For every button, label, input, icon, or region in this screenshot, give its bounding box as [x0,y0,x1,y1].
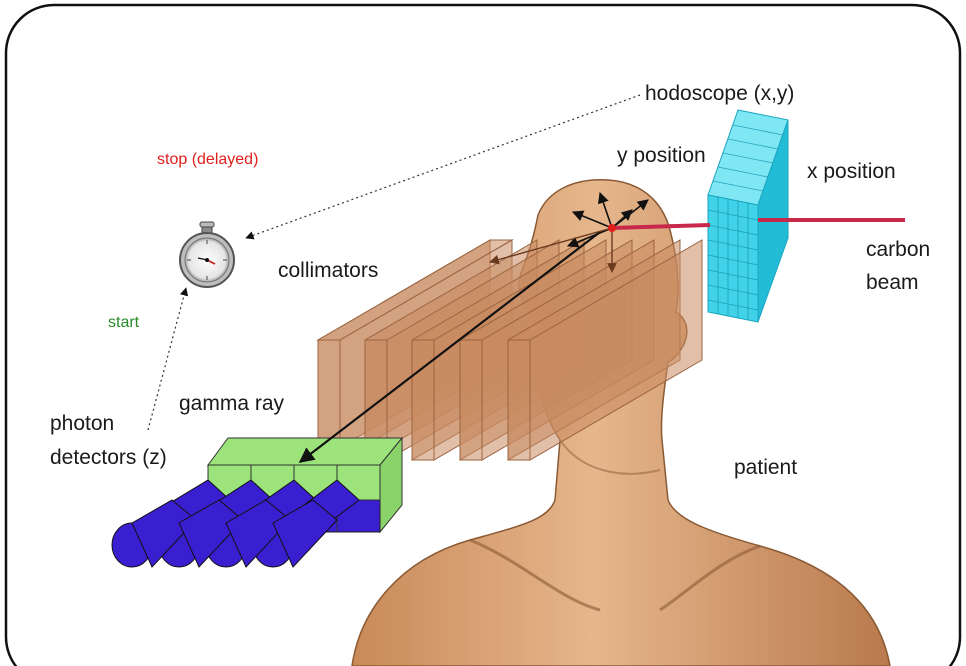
gamma-ray-label: gamma ray [179,392,285,415]
hodoscope-label: hodoscope (x,y) [645,82,794,105]
carbon-beam-label-line1: carbon [866,238,930,261]
photon-detectors-label-line2: detectors (z) [50,446,167,469]
start-label: start [108,314,140,331]
x-position-label: x position [807,160,896,183]
patient-label: patient [734,456,797,479]
collimators-label: collimators [278,259,378,282]
photon-detectors-label-line1: photon [50,412,114,435]
interaction-point [608,224,616,232]
carbon-beam-label-line2: beam [866,271,919,294]
stop-label: stop (delayed) [157,151,258,168]
y-position-label: y position [617,144,706,167]
